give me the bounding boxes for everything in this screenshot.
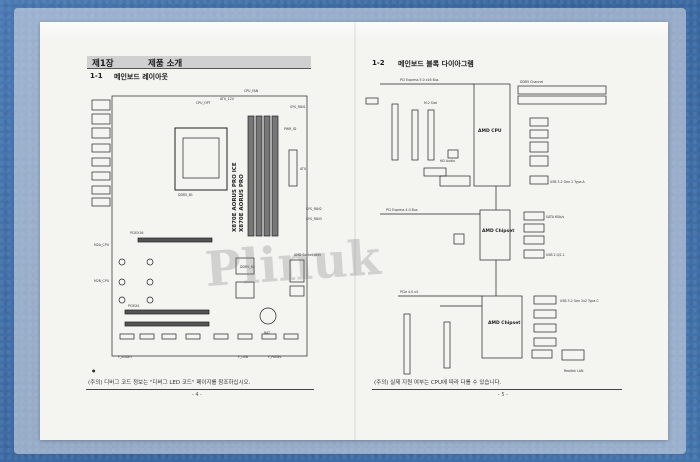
board-label: M2B_CPU — [94, 279, 110, 283]
chapter-title-bar — [87, 56, 311, 69]
right-section-title: 메인보드 블록 다이아그램 — [398, 60, 474, 68]
right-page-number: - 5 - — [498, 392, 508, 398]
diagram-cpu-block — [473, 83, 511, 187]
diagram-label: USB 2.0/1.1 — [546, 253, 565, 257]
diagram-label: DDR5 Channel — [520, 80, 543, 84]
left-section-number: 1-1 — [90, 72, 103, 80]
manual-spread — [40, 22, 668, 440]
left-section-title: 메인보드 레이아웃 — [114, 73, 168, 81]
left-note: (주의) 디버그 코드 정보는 "디버그 LED 코드" 페이지를 참조하십시오… — [88, 380, 251, 386]
board-label: PCIEX4 — [128, 304, 139, 308]
board-label: SYS_FAN3 — [306, 217, 322, 221]
cpu-socket — [174, 127, 228, 191]
chapter-title: 제품 소개 — [148, 59, 183, 69]
board-label: PWR_ID — [284, 127, 297, 131]
board-label: BAT — [264, 331, 270, 335]
diagram-chipset-2 — [481, 295, 523, 359]
diagram-label: PCI Express 4.0 Bus — [386, 208, 418, 212]
sleeve-sheen — [40, 22, 668, 40]
diagram-chipset-2-label: AMD Chipset — [488, 320, 521, 326]
board-label: CPU_FAN — [244, 89, 259, 93]
diagram-label: Realtek LAN — [564, 369, 584, 373]
board-label: ATX_12V — [220, 97, 235, 101]
board-outline — [111, 95, 308, 357]
board-label: CPU_OPT — [196, 101, 211, 105]
board-model-line2: X870E AORUS PRO — [239, 174, 245, 232]
left-page-number: - 4 - — [192, 392, 202, 398]
right-section-number: 1-2 — [372, 59, 385, 67]
board-label: F_USB — [238, 355, 248, 359]
diagram-label: USB 3.2 Gen 2x2 Type-C — [560, 299, 600, 303]
diagram-label: HD Audio — [440, 159, 455, 163]
chapter-label: 제1장 — [92, 59, 114, 69]
right-note: (주의) 실제 지원 여부는 CPU에 따라 다를 수 있습니다. — [374, 380, 502, 386]
right-footer-rule — [372, 389, 622, 390]
board-label: M2A_CPU — [94, 243, 110, 247]
board-model-line1: X870E AORUS PRO ICE — [232, 162, 238, 232]
diagram-chipset-1 — [479, 209, 511, 261]
board-label: AMD Socket AM5 — [294, 253, 321, 257]
board-footnote: ● — [92, 368, 96, 373]
diagram-label: PCI Express 5.0 x16 Bus — [400, 78, 439, 82]
left-footer-rule — [86, 389, 314, 390]
diagram-cpu-label: AMD CPU — [478, 128, 502, 134]
board-label: SYS_FAN2 — [306, 207, 322, 211]
page-gutter — [354, 22, 356, 440]
diagram-label: SATA 6Gb/s — [546, 215, 565, 219]
board-label: PCIEX16 — [130, 231, 143, 235]
diagram-label: M.2 Slot — [424, 101, 438, 105]
diagram-label: PCIe 4.0 x4 — [400, 290, 418, 294]
board-label: SYS_FAN1 — [290, 105, 306, 109]
diagram-label: USB 3.2 Gen 2 Type-A — [550, 180, 586, 184]
board-label: F_AUDIO — [118, 355, 132, 359]
diagram-chipset-1-label: AMD Chipset — [482, 228, 515, 234]
board-label: ATX — [300, 167, 307, 171]
board-label: F_PANEL — [268, 355, 282, 359]
board-label: DDR5_B1 — [178, 193, 193, 197]
board-label: DDR5_B2 — [240, 265, 255, 269]
